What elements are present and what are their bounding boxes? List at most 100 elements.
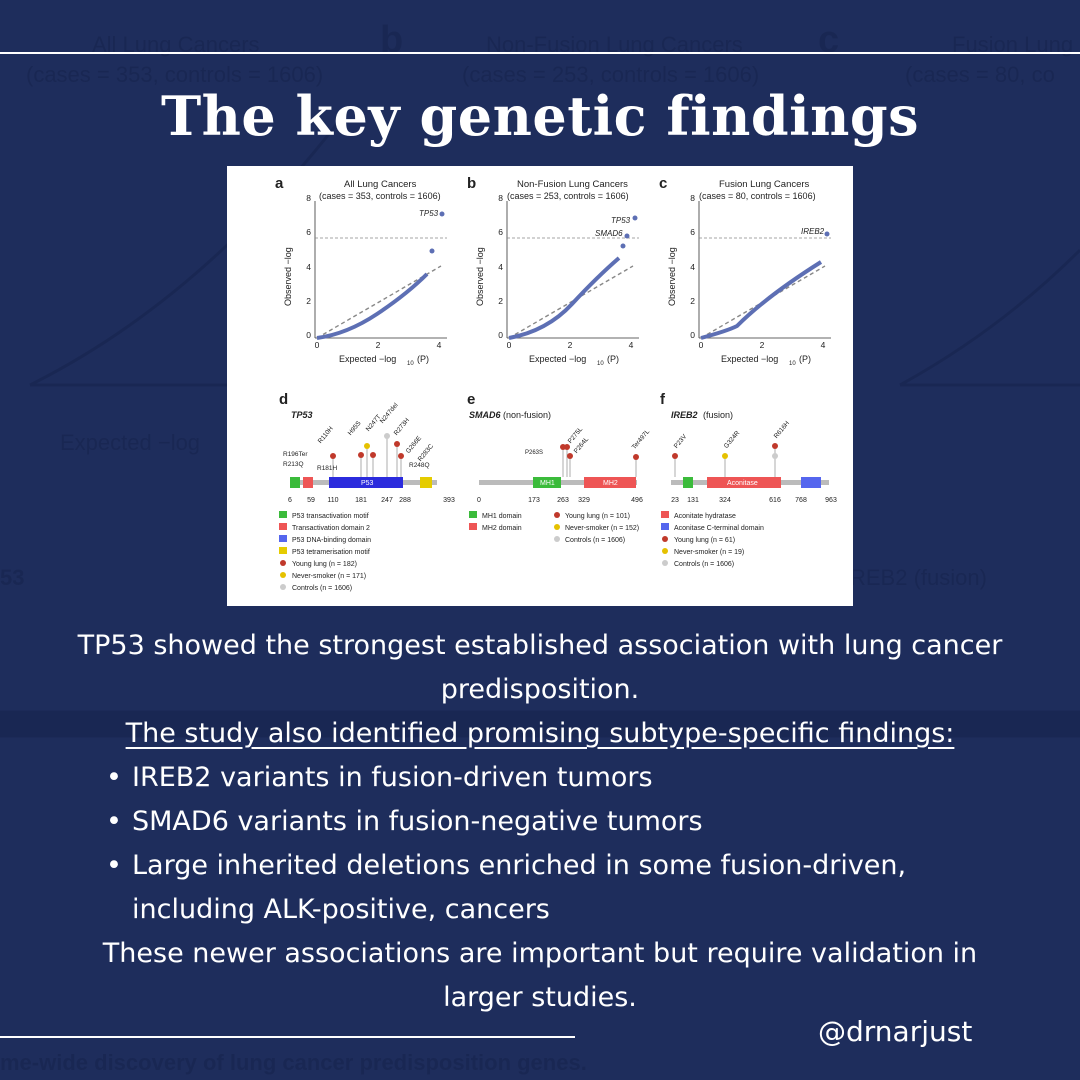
qq-c-ytick-8: 8 xyxy=(690,193,695,203)
lp-e-pos-4: 496 xyxy=(631,497,643,504)
lp-d-pos-0: 6 xyxy=(288,497,292,504)
lp-d-var-0: R110H xyxy=(317,425,335,445)
lp-e-var-0: P263S xyxy=(525,450,543,456)
ghost-sub-a: (cases = 353, controls = 1606) xyxy=(26,62,323,87)
qq-c-ylabel: Observed −log xyxy=(667,247,677,306)
lp-f-legend-2: Young lung (n = 61) xyxy=(674,537,735,544)
list-item-text: SMAD6 variants in fusion-negative tumors xyxy=(132,806,703,837)
findings-text: TP53 showed the strongest established as… xyxy=(60,624,1020,1020)
lp-d-legend-0: P53 transactivation motif xyxy=(292,513,369,520)
lp-f-pos-2: 324 xyxy=(719,497,731,504)
lp-e-var-3: Ter497L xyxy=(631,428,652,451)
lp-f-gene: IREB2 xyxy=(671,410,698,420)
ghost-sub-c: (cases = 80, co xyxy=(905,62,1055,87)
bullet-icon: • xyxy=(106,806,122,837)
lp-f-pos-0: 23 xyxy=(671,497,679,504)
lp-e-pos-2: 263 xyxy=(557,497,569,504)
lp-e-legend-3: Never-smoker (n = 152) xyxy=(565,525,639,532)
lp-e-legend-2: Young lung (n = 101) xyxy=(565,513,630,520)
lp-f-var-2: R616H xyxy=(773,420,792,440)
qq-b-ytick-0: 0 xyxy=(498,330,503,340)
qq-c-top-gene: IREB2 xyxy=(801,227,825,236)
lp-e-domain-1: MH2 xyxy=(603,480,618,487)
lp-e-gene: SMAD6 xyxy=(469,410,501,420)
list-item-text: Large inherited deletions enriched in so… xyxy=(132,850,907,925)
qq-panel-b: b Non-Fusion Lung Cancers (cases = 253, … xyxy=(467,175,639,367)
qq-b-xlabel: Expected −log xyxy=(529,354,586,364)
qq-b-ytick-8: 8 xyxy=(498,193,503,203)
lollipop-panel-f: f IREB2 (fusion) Aconitase P23V G324R R6… xyxy=(660,391,837,568)
svg-text:10: 10 xyxy=(789,361,796,367)
lp-d-var-8: R181H xyxy=(317,465,338,472)
lp-d-legend-5: Never-smoker (n = 171) xyxy=(292,573,366,580)
bottom-rule xyxy=(0,1036,575,1038)
lp-d-var-5: G266E xyxy=(405,434,424,455)
lp-f-pos-5: 963 xyxy=(825,497,837,504)
lp-d-var-4: R273H xyxy=(393,417,412,437)
qq-c-xlabel: Expected −log xyxy=(721,354,778,364)
qq-c-ytick-2: 2 xyxy=(690,296,695,306)
qq-b-ytick-2: 2 xyxy=(498,296,503,306)
ghost-sub-b: (cases = 253, controls = 1606) xyxy=(462,62,759,87)
lp-f-legend-3: Never-smoker (n = 19) xyxy=(674,549,744,556)
qq-c-xtick-4: 4 xyxy=(821,340,826,350)
svg-text:10: 10 xyxy=(597,361,604,367)
qq-b-xtick-0: 0 xyxy=(507,340,512,350)
ghost-footer: me-wide discovery of lung cancer predisp… xyxy=(0,1050,587,1075)
qq-b-ytick-6: 6 xyxy=(498,227,503,237)
lp-f-legend-4: Controls (n = 1606) xyxy=(674,561,734,568)
lp-e-pos-1: 173 xyxy=(528,497,540,504)
lollipop-panel-e: e SMAD6 (non-fusion) MH1 MH2 P263S P275L… xyxy=(467,391,651,544)
svg-text:10: 10 xyxy=(407,361,414,367)
svg-text:(P): (P) xyxy=(799,354,811,364)
lp-d-pos-5: 288 xyxy=(399,497,411,504)
list-item: •Large inherited deletions enriched in s… xyxy=(106,844,1020,932)
lead-paragraph: TP53 showed the strongest established as… xyxy=(77,630,1003,705)
qq-c-title: Fusion Lung Cancers xyxy=(719,179,810,190)
qq-a-title: All Lung Cancers xyxy=(344,179,417,190)
lp-e-gene-suffix: (non-fusion) xyxy=(503,410,551,420)
lp-d-gene: TP53 xyxy=(291,410,313,420)
lp-d-legend-1: Transactivation domain 2 xyxy=(292,525,370,532)
qq-b-xtick-2: 2 xyxy=(568,340,573,350)
lp-d-pos-6: 393 xyxy=(443,497,455,504)
qq-panel-c: c Fusion Lung Cancers (cases = 80, contr… xyxy=(659,175,831,367)
lp-e-legend-4: Controls (n = 1606) xyxy=(565,537,625,544)
qq-a-xlabel: Expected −log xyxy=(339,354,396,364)
lp-d-var-9: R196Ter xyxy=(283,451,308,458)
lp-d-pos-1: 59 xyxy=(307,497,315,504)
lp-d-pos-4: 247 xyxy=(381,497,393,504)
closing-paragraph: These newer associations are important b… xyxy=(102,938,978,1013)
qq-b-second-gene: SMAD6 xyxy=(595,229,623,238)
lp-d-pos-2: 110 xyxy=(327,497,338,504)
lp-d-var-2: N247T xyxy=(365,413,383,432)
top-rule xyxy=(0,52,1080,54)
list-item: •IREB2 variants in fusion-driven tumors xyxy=(106,756,1020,800)
ghost-letter-b: b xyxy=(380,19,403,61)
lp-d-domain: P53 xyxy=(361,480,374,487)
lp-f-pos-1: 131 xyxy=(687,497,699,504)
qq-b-ylabel: Observed −log xyxy=(475,247,485,306)
lp-d-var-6: R283C xyxy=(417,443,436,463)
qq-b-title: Non-Fusion Lung Cancers xyxy=(517,179,628,190)
qq-c-ytick-4: 4 xyxy=(690,262,695,272)
svg-text:53: 53 xyxy=(0,565,24,590)
qq-c-letter: c xyxy=(659,175,667,192)
qq-panel-a: a All Lung Cancers (cases = 353, control… xyxy=(275,175,447,367)
lp-d-legend-2: P53 DNA-binding domain xyxy=(292,537,371,544)
qq-c-subtitle: (cases = 80, controls = 1606) xyxy=(699,191,816,201)
qq-c-ytick-6: 6 xyxy=(690,227,695,237)
lp-f-letter: f xyxy=(660,391,666,408)
lp-d-letter: d xyxy=(279,391,288,408)
qq-a-ytick-0: 0 xyxy=(306,330,311,340)
lollipop-panel-d: d TP53 P53 R110H xyxy=(279,391,455,592)
lp-f-pos-4: 768 xyxy=(795,497,807,504)
lp-f-domain: Aconitase xyxy=(727,480,758,487)
lp-f-legend-1: Aconitase C-terminal domain xyxy=(674,525,764,532)
lp-e-legend-0: MH1 domain xyxy=(482,513,522,520)
qq-a-xtick-0: 0 xyxy=(315,340,320,350)
qq-a-ytick-8: 8 xyxy=(306,193,311,203)
qq-a-subtitle: (cases = 353, controls = 1606) xyxy=(319,191,441,201)
lp-e-pos-0: 0 xyxy=(477,497,481,504)
